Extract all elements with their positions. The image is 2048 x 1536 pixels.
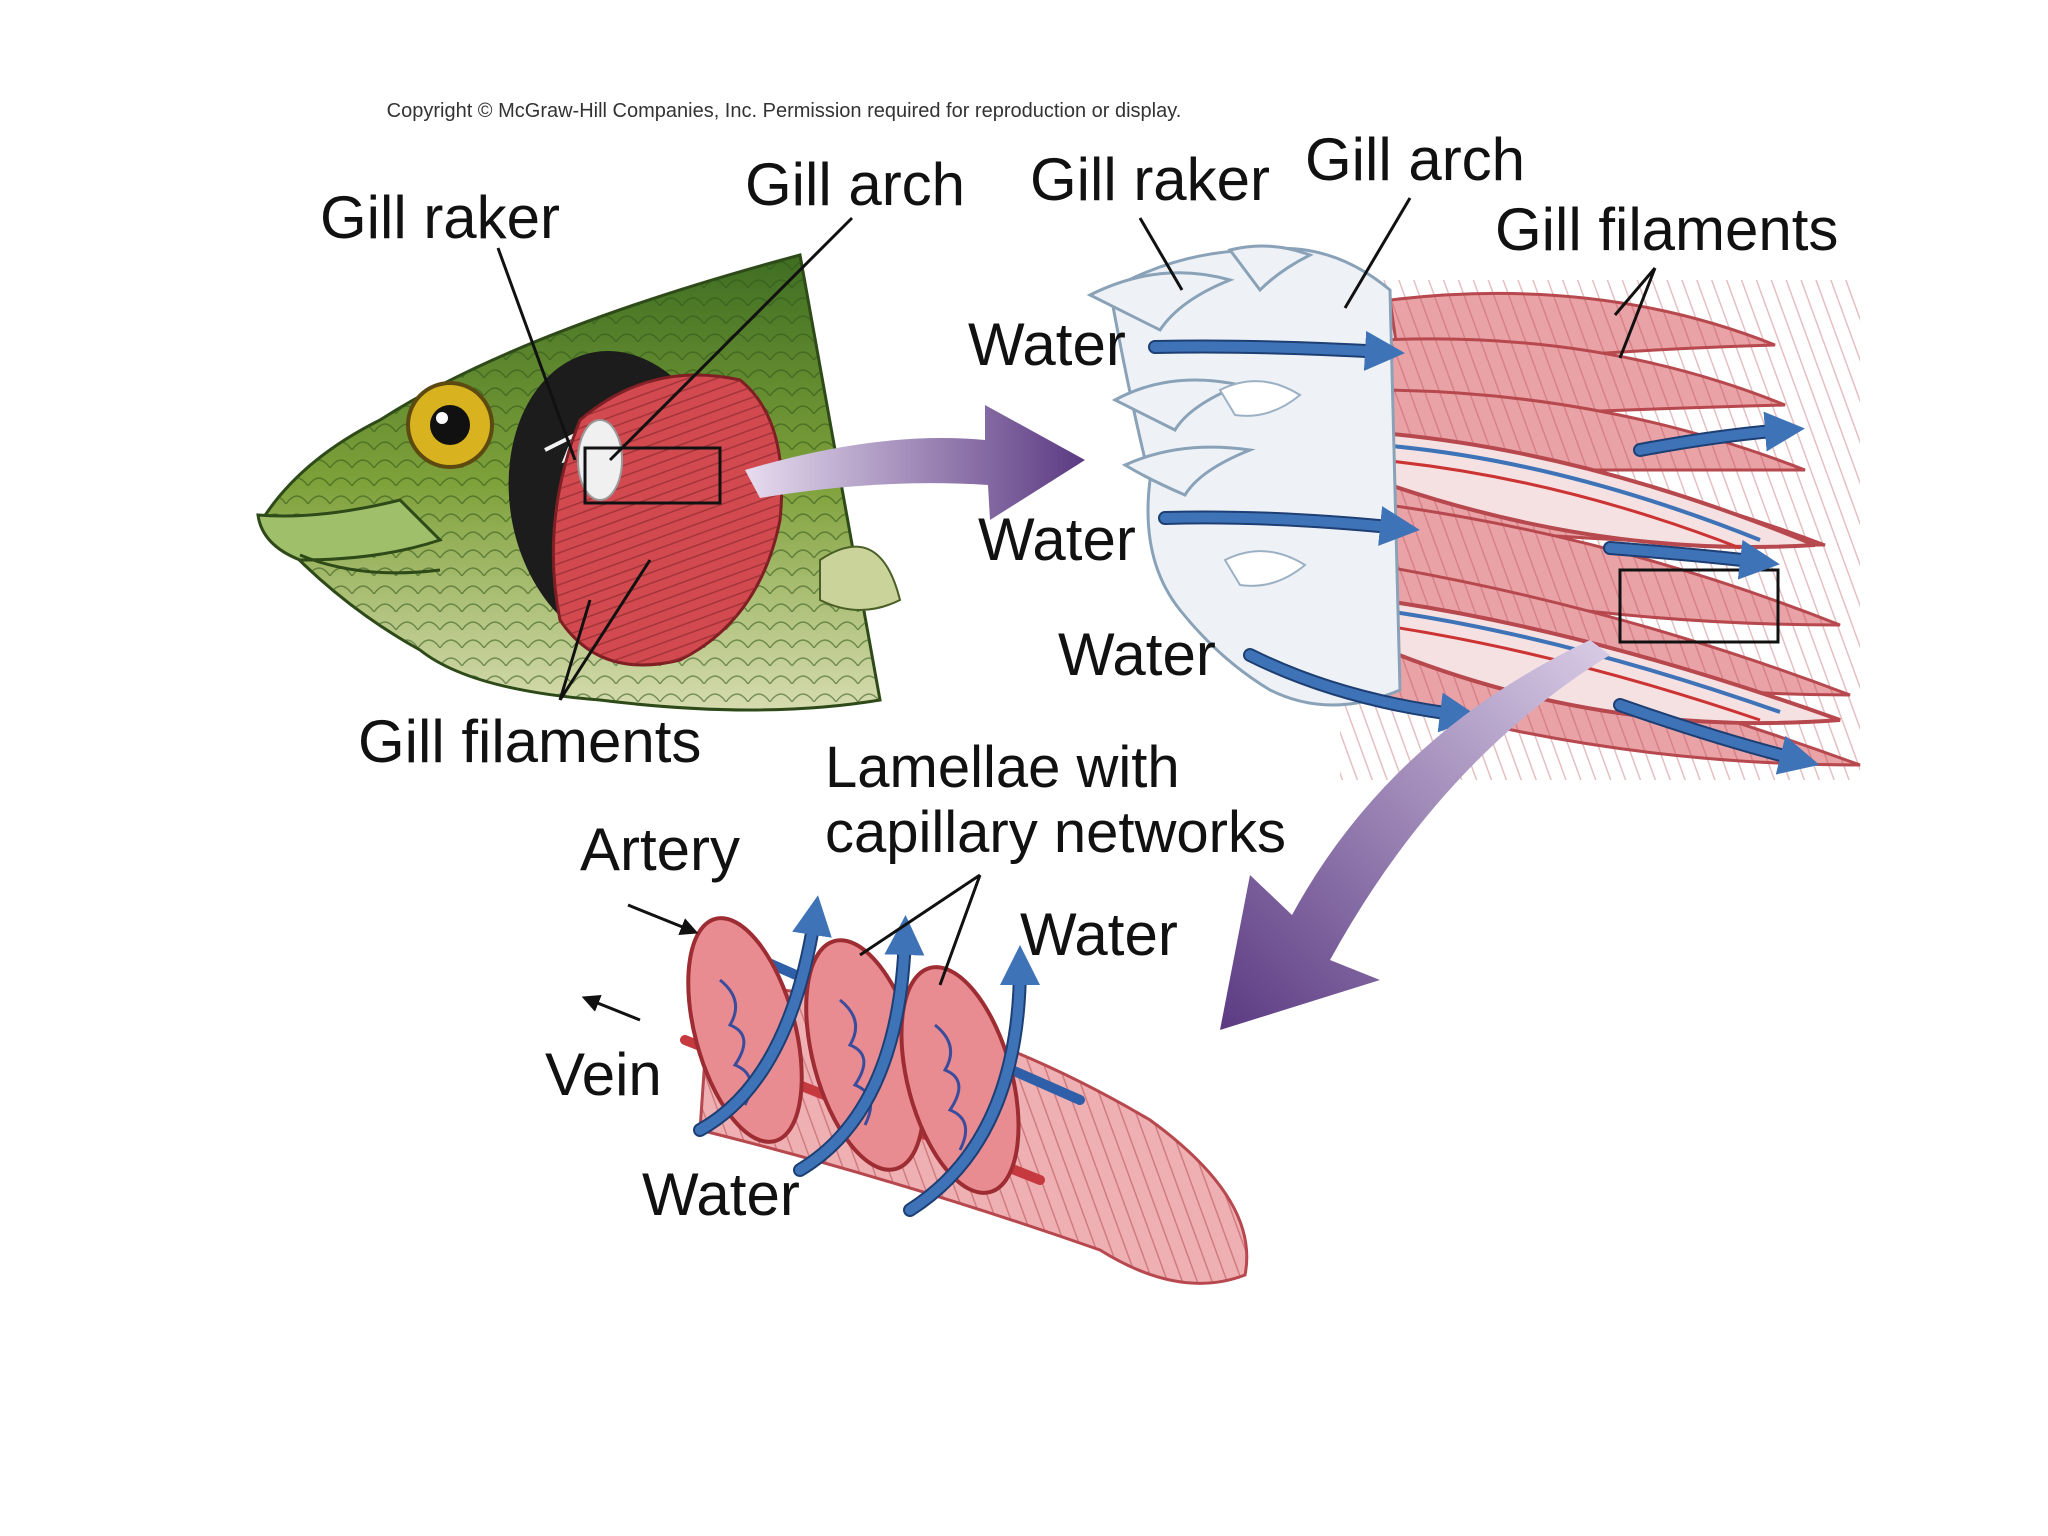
leader-detail-gill-raker xyxy=(1138,217,1184,291)
gill-arch-detail xyxy=(1086,244,1861,780)
leader-head-gill-filaments xyxy=(558,559,652,701)
leader-detail-gill-arch xyxy=(1343,197,1412,309)
lamella-water-arrows xyxy=(693,895,1040,1217)
label-head-gill-arch: Gill arch xyxy=(745,151,965,218)
label-detail-gill-filaments: Gill filaments xyxy=(1495,196,1838,263)
label-detail-gill-arch: Gill arch xyxy=(1305,126,1525,193)
label-water-lamella-bottom: Water xyxy=(642,1161,800,1228)
vein-arrow xyxy=(581,994,641,1022)
leader-detail-gill-filaments xyxy=(1613,267,1657,359)
label-detail-gill-raker: Gill raker xyxy=(1030,146,1270,213)
label-lamellae-line1: Lamellae with xyxy=(825,735,1180,800)
label-artery: Artery xyxy=(580,816,740,883)
lamella-detail xyxy=(680,895,1249,1285)
artery-arrow xyxy=(627,903,699,935)
leader-head-gill-raker xyxy=(496,247,577,461)
label-water-2: Water xyxy=(978,506,1136,573)
filament-section-upper xyxy=(1333,427,1816,550)
copyright-notice: Copyright © McGraw-Hill Companies, Inc. … xyxy=(386,100,1182,122)
zoom-arrow-1 xyxy=(745,405,1085,520)
filament-detail-box xyxy=(1618,568,1780,644)
head-detail-box xyxy=(583,446,722,505)
leader-head-gill-arch xyxy=(608,216,854,462)
zoom-arrow-2 xyxy=(1220,640,1610,1030)
label-head-gill-filaments: Gill filaments xyxy=(358,708,701,775)
label-water-1: Water xyxy=(968,311,1126,378)
leader-lamellae xyxy=(859,873,982,986)
gill-rakers xyxy=(1086,244,1314,497)
label-water-3: Water xyxy=(1058,621,1216,688)
label-head-gill-raker: Gill raker xyxy=(320,184,560,251)
label-lamellae-line2: capillary networks xyxy=(825,800,1286,865)
label-water-lamella-top: Water xyxy=(1020,901,1178,968)
water-flow-arrows xyxy=(1148,330,1820,775)
label-vein: Vein xyxy=(545,1041,662,1108)
fish-head-illustration xyxy=(256,253,902,712)
